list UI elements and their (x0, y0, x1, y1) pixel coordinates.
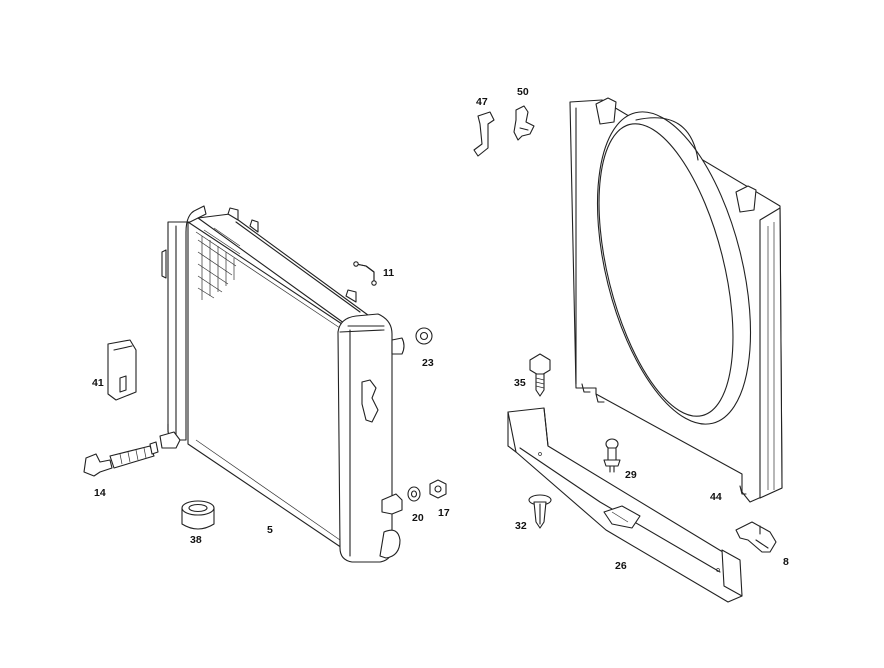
callout-35: 35 (514, 377, 526, 389)
part-41-bracket (107, 339, 137, 401)
callout-20: 20 (412, 512, 424, 524)
radiator (159, 205, 405, 563)
part-20-washer (407, 486, 421, 502)
part-23-nut (415, 327, 433, 345)
part-32-rivet (528, 494, 552, 529)
callout-23: 23 (422, 357, 434, 369)
part-29-pin (603, 438, 621, 473)
callout-14: 14 (94, 487, 106, 499)
callout-47: 47 (476, 96, 488, 108)
part-17-nut (429, 479, 447, 499)
fan-shroud (569, 97, 783, 503)
part-8-clip (735, 521, 777, 553)
callout-50: 50 (517, 86, 529, 98)
part-47-clip (473, 111, 495, 157)
part-14-drain-plug (83, 441, 159, 477)
callout-11: 11 (383, 267, 394, 279)
part-35-bolt (529, 353, 551, 397)
callout-32: 32 (515, 520, 527, 532)
callout-41: 41 (92, 377, 104, 389)
callout-5: 5 (267, 524, 273, 536)
callout-17: 17 (438, 507, 450, 519)
part-38-ring (181, 500, 215, 530)
callout-26: 26 (615, 560, 627, 572)
callout-29: 29 (625, 469, 637, 481)
part-11-hose (353, 261, 377, 286)
callout-38: 38 (190, 534, 202, 546)
part-50-clip (513, 105, 535, 141)
callout-44: 44 (710, 491, 722, 503)
lower-cross-member (507, 407, 743, 603)
callout-8: 8 (783, 556, 789, 568)
